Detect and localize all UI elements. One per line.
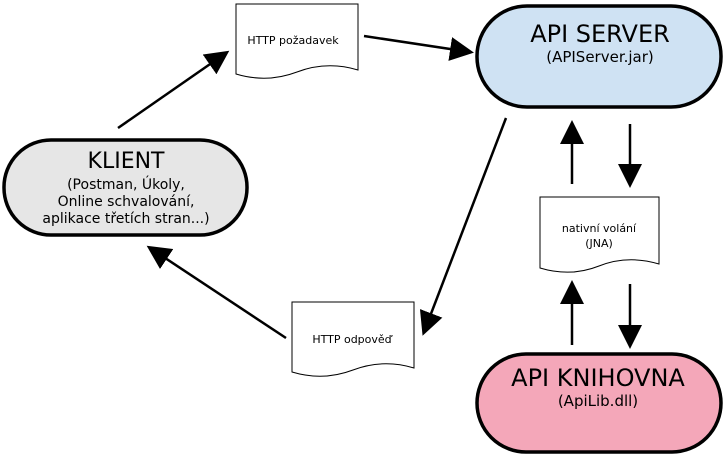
http-request-document: HTTP požadavek [235, 3, 359, 79]
api-library-title: API KNIHOVNA [511, 364, 685, 392]
arrow-response-to-client [146, 245, 287, 340]
client-line-1: (Postman, Úkoly, [67, 175, 185, 193]
client-line-2: Online schvalování, [58, 194, 195, 210]
api-server-subtitle: (APIServer.jar) [546, 48, 654, 66]
arrow-request-to-server [363, 34, 474, 61]
arrow-client-to-request [117, 50, 230, 130]
client-line-3: aplikace třetích stran...) [42, 211, 209, 227]
native-call-label-line-1: nativní volání [562, 222, 637, 235]
native-call-label-line-2: (JNA) [585, 237, 613, 250]
api-library-node: API KNIHOVNA (ApiLib.dll) [475, 352, 723, 454]
native-call-document: nativní volání (JNA) [539, 196, 660, 273]
client-title: KLIENT [88, 149, 166, 174]
http-request-label: HTTP požadavek [247, 34, 339, 47]
api-library-subtitle: (ApiLib.dll) [558, 392, 638, 410]
arrow-server-to-response [419, 117, 508, 336]
api-server-node: API SERVER (APIServer.jar) [475, 4, 723, 109]
http-response-document: HTTP odpověď [291, 301, 415, 377]
http-response-label: HTTP odpověď [312, 333, 393, 346]
api-server-title: API SERVER [530, 20, 670, 48]
client-node: KLIENT (Postman, Úkoly, Online schvalová… [2, 138, 249, 237]
